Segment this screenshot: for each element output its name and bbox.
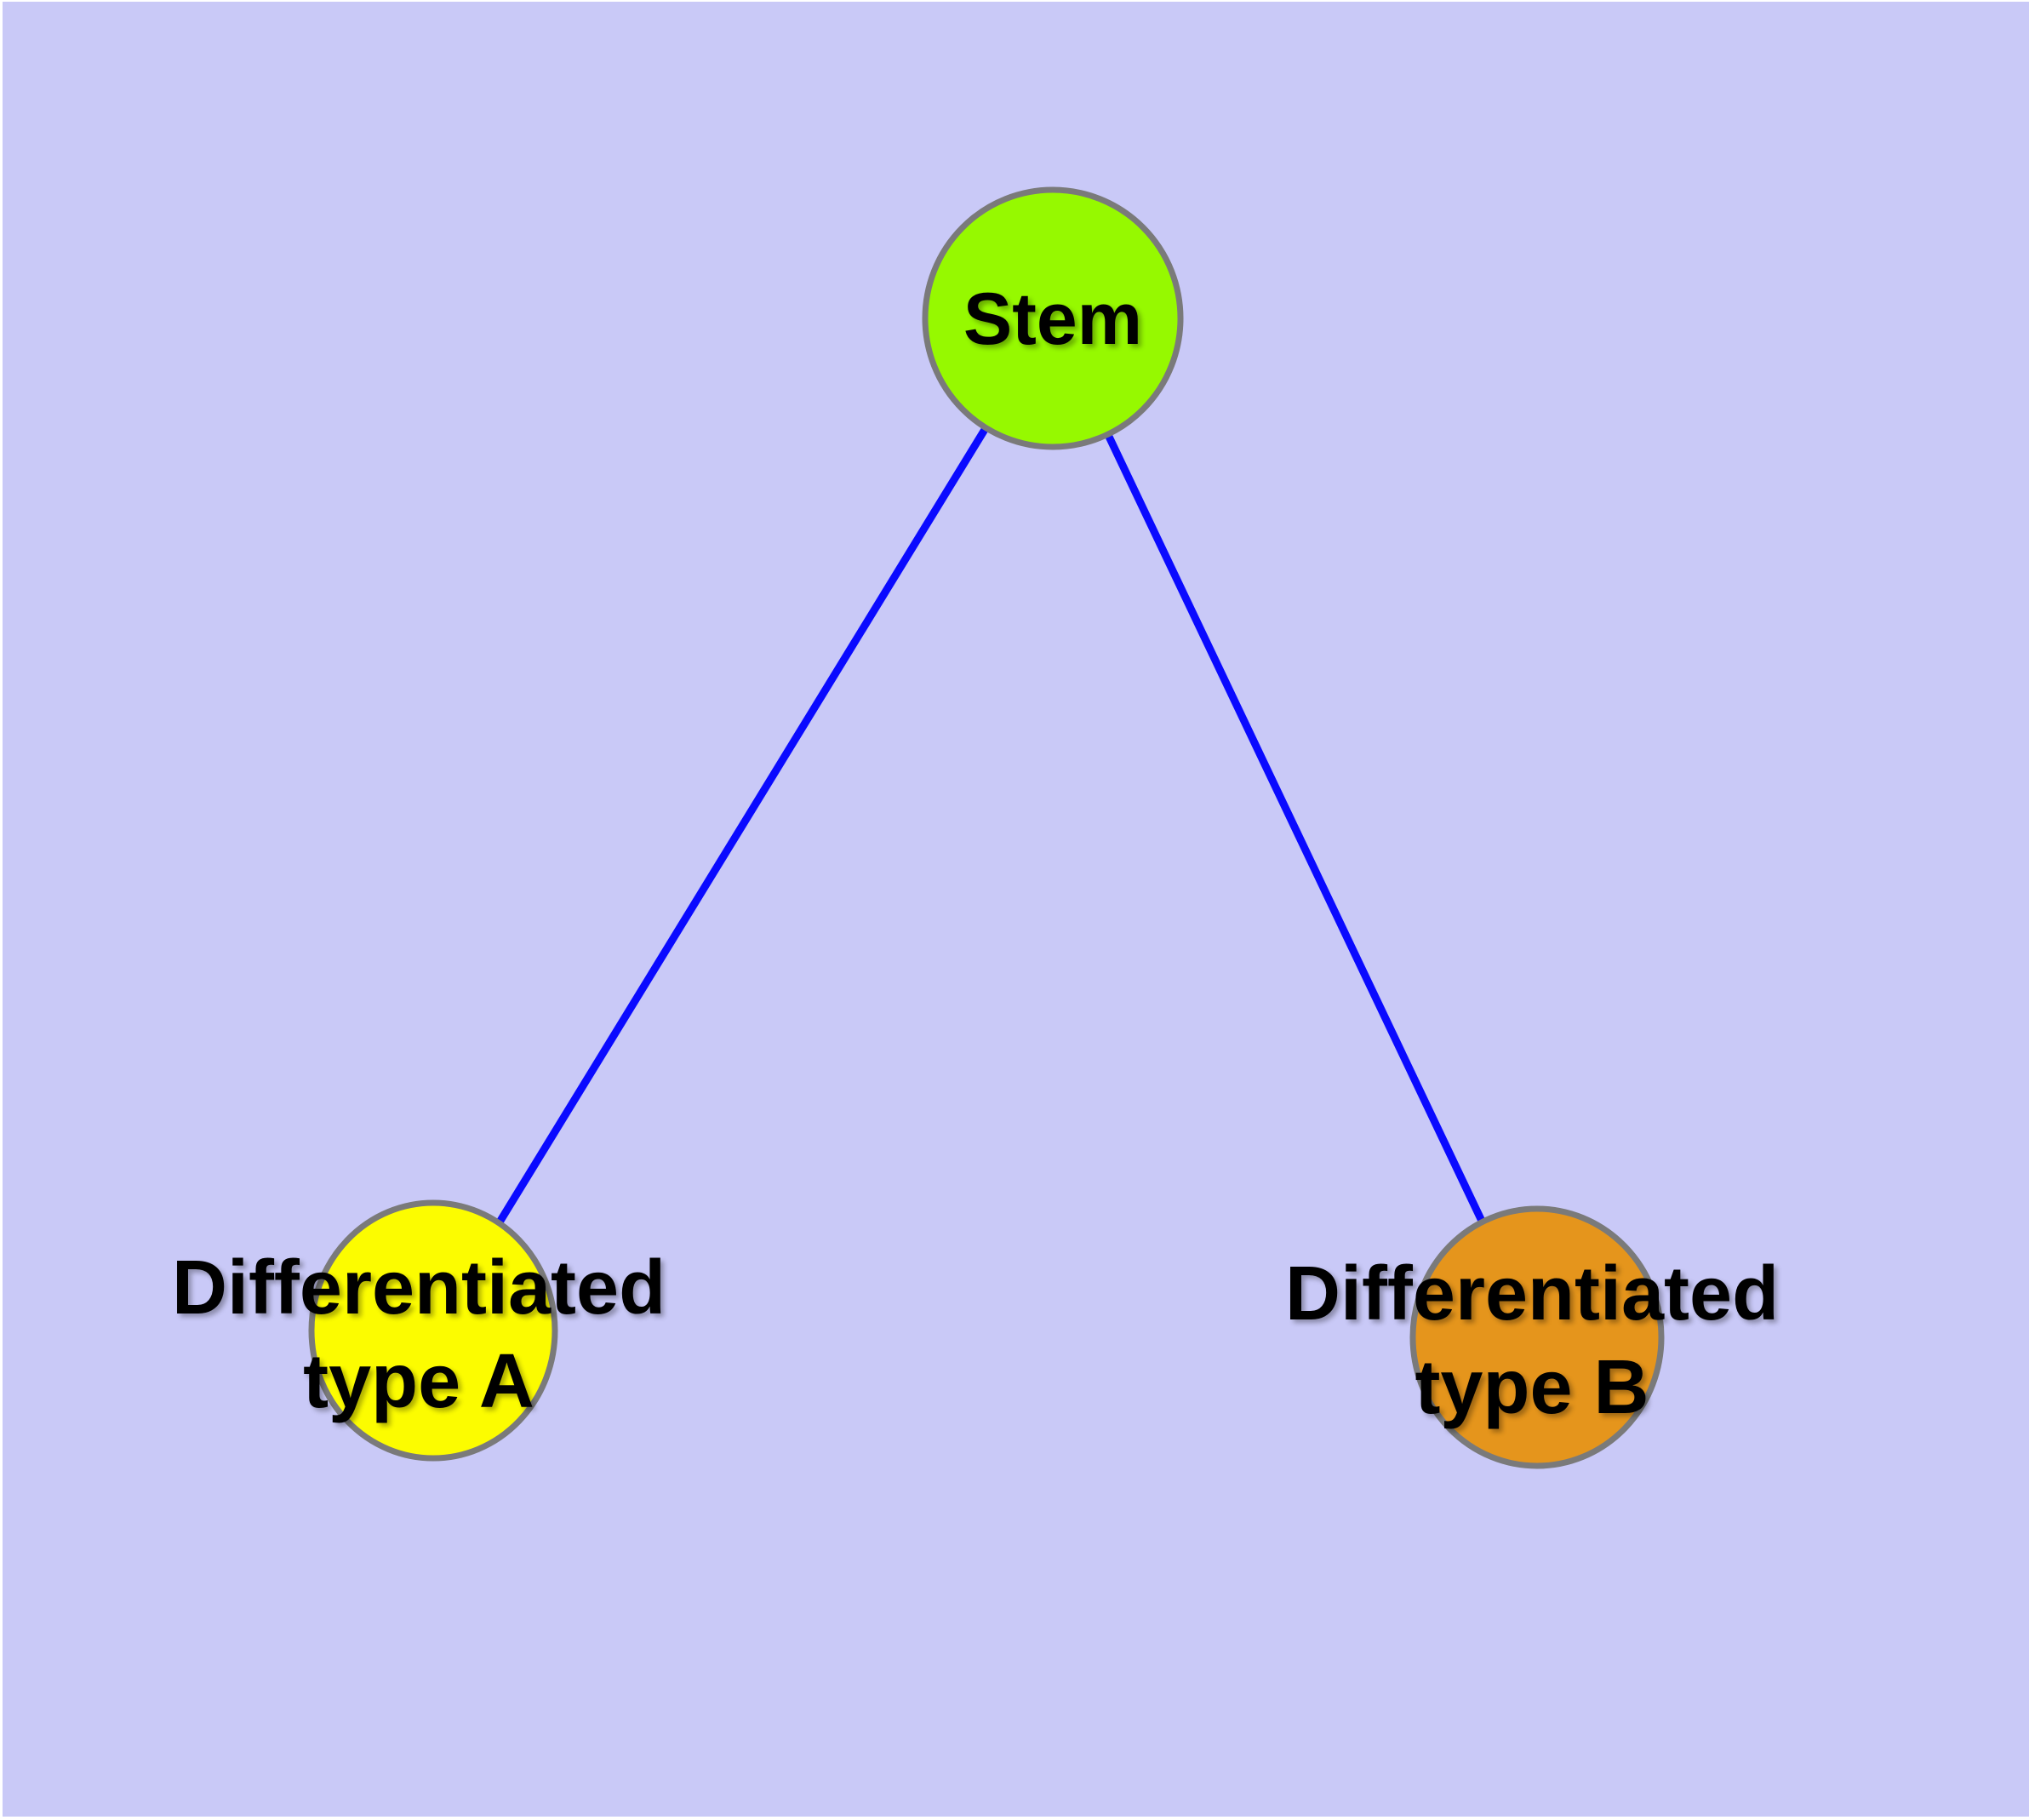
node-stem-circle[interactable] <box>922 186 1184 450</box>
node-type-a-circle[interactable] <box>308 1199 558 1462</box>
node-type-b-label-line2: type B <box>1415 1345 1649 1430</box>
edge-stem-to-type-a <box>430 316 1056 1333</box>
node-type-a-label-line1: Differentiated <box>171 1245 666 1331</box>
node-type-a-label-line2: type A <box>303 1339 534 1424</box>
node-type-b-label-line1: Differentiated <box>1284 1251 1780 1336</box>
node-type-a-label: Differentiated type A <box>172 1241 666 1428</box>
edge-stem-to-type-b <box>1049 317 1541 1339</box>
node-type-b-label: Differentiated type B <box>1285 1247 1779 1434</box>
node-stem-label: Stem <box>963 278 1143 360</box>
node-type-b-circle[interactable] <box>1409 1205 1665 1469</box>
